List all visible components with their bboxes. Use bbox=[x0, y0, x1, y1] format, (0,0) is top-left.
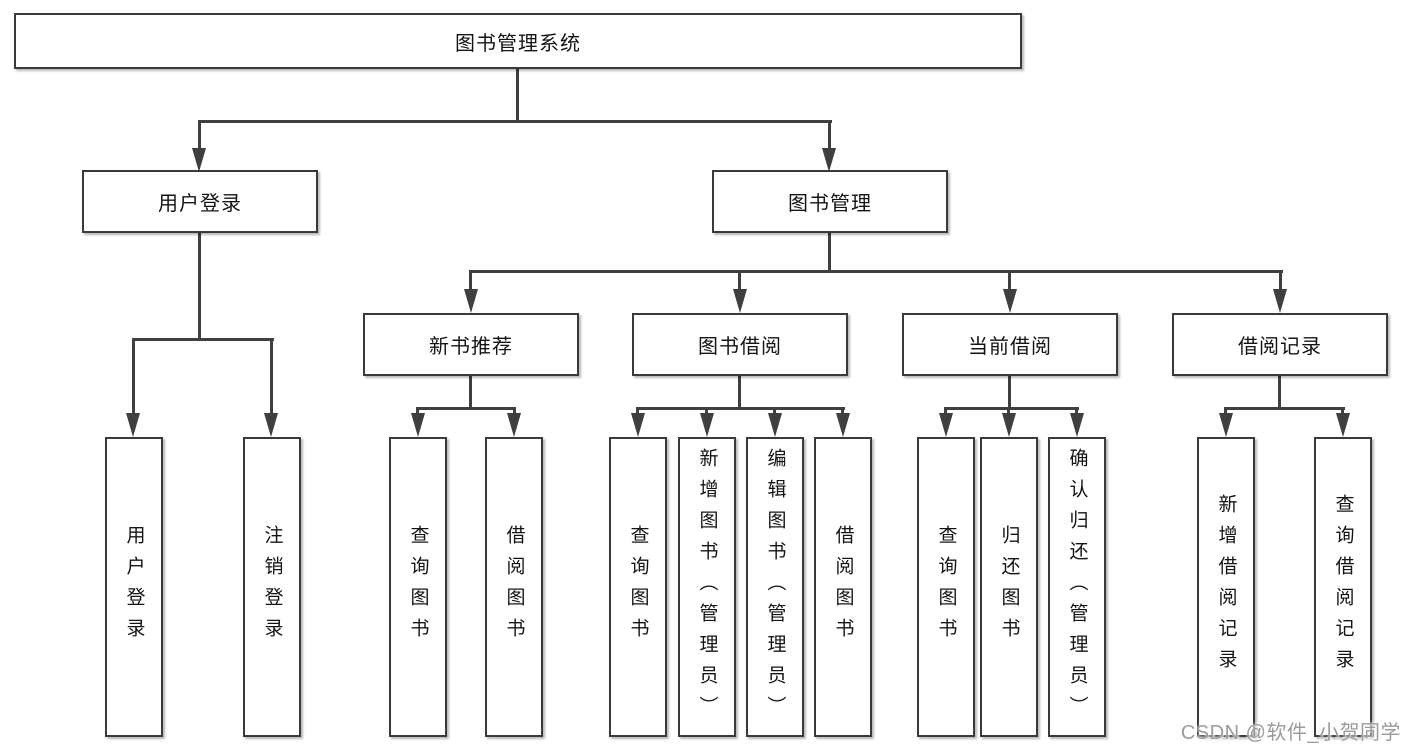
connector-line bbox=[132, 338, 274, 341]
leaf-add-book-admin-label: 新增图书（管理员） bbox=[696, 447, 718, 727]
connector-arrowhead bbox=[464, 289, 478, 313]
node-book-management: 图书管理 bbox=[712, 170, 948, 233]
node-root: 图书管理系统 bbox=[14, 13, 1022, 69]
node-user-login-label: 用户登录 bbox=[158, 193, 242, 215]
leaf-current-query-book: 查询图书 bbox=[917, 437, 975, 737]
connector-arrowhead bbox=[768, 413, 782, 437]
connector-arrowhead bbox=[836, 413, 850, 437]
connector-line bbox=[469, 270, 472, 293]
node-new-book-recommend: 新书推荐 bbox=[363, 313, 579, 376]
leaf-edit-book-admin: 编辑图书（管理员） bbox=[746, 437, 804, 737]
connector-line bbox=[513, 407, 516, 417]
connector-line bbox=[636, 407, 639, 417]
connector-arrowhead bbox=[1003, 289, 1017, 313]
connector-line bbox=[828, 233, 831, 272]
csdn-watermark: CSDN @软件_小贺同学 bbox=[1180, 722, 1401, 744]
leaf-recommend-query-book-label: 查询图书 bbox=[407, 525, 429, 649]
connector-arrowhead bbox=[507, 413, 521, 437]
connector-line bbox=[636, 407, 845, 410]
leaf-confirm-return-admin: 确认归还（管理员） bbox=[1048, 437, 1106, 737]
connector-line bbox=[1008, 376, 1011, 409]
leaf-borrow-book-label: 借阅图书 bbox=[832, 525, 854, 649]
connector-arrowhead bbox=[1273, 289, 1287, 313]
node-root-label: 图书管理系统 bbox=[455, 32, 581, 55]
leaf-query-borrow-record-label: 查询借阅记录 bbox=[1332, 494, 1354, 680]
leaf-return-book-label: 归还图书 bbox=[998, 525, 1020, 649]
connector-line bbox=[416, 407, 516, 410]
leaf-user-login: 用户登录 bbox=[105, 437, 163, 737]
connector-arrowhead bbox=[631, 413, 645, 437]
connector-line bbox=[198, 120, 832, 123]
connector-arrowhead bbox=[264, 413, 278, 437]
node-book-management-label: 图书管理 bbox=[788, 193, 872, 215]
leaf-recommend-query-book: 查询图书 bbox=[389, 437, 447, 737]
connector-line bbox=[738, 376, 741, 409]
connector-line bbox=[198, 120, 201, 152]
connector-line bbox=[1279, 270, 1282, 293]
connector-line bbox=[1224, 407, 1345, 410]
connector-line bbox=[828, 120, 831, 152]
node-borrow-record: 借阅记录 bbox=[1172, 313, 1388, 376]
connector-arrowhead bbox=[1219, 413, 1233, 437]
node-borrow-record-label: 借阅记录 bbox=[1238, 336, 1322, 358]
node-user-login: 用户登录 bbox=[82, 170, 318, 233]
node-current-borrow-label: 当前借阅 bbox=[968, 336, 1052, 358]
connector-line bbox=[1075, 407, 1078, 417]
connector-line bbox=[773, 407, 776, 417]
connector-arrowhead bbox=[126, 413, 140, 437]
connector-line bbox=[1224, 407, 1227, 417]
leaf-add-book-admin: 新增图书（管理员） bbox=[678, 437, 736, 737]
leaf-user-login-label: 用户登录 bbox=[123, 525, 145, 649]
connector-line bbox=[738, 270, 741, 293]
connector-line bbox=[1008, 270, 1011, 293]
connector-line bbox=[198, 233, 201, 340]
connector-line bbox=[1341, 407, 1344, 417]
connector-line bbox=[132, 338, 135, 418]
connector-line bbox=[705, 407, 708, 417]
node-current-borrow: 当前借阅 bbox=[902, 313, 1118, 376]
leaf-query-borrow-record: 查询借阅记录 bbox=[1314, 437, 1372, 737]
leaf-borrow-query-book: 查询图书 bbox=[609, 437, 667, 737]
leaf-borrow-query-book-label: 查询图书 bbox=[627, 525, 649, 649]
connector-line bbox=[944, 407, 947, 417]
connector-arrowhead bbox=[733, 289, 747, 313]
node-book-borrow: 图书借阅 bbox=[632, 313, 848, 376]
leaf-add-borrow-record: 新增借阅记录 bbox=[1197, 437, 1255, 737]
connector-arrowhead bbox=[822, 148, 836, 172]
connector-line bbox=[270, 338, 273, 418]
leaf-logout-label: 注销登录 bbox=[261, 525, 283, 649]
connector-arrowhead bbox=[1070, 413, 1084, 437]
connector-arrowhead bbox=[700, 413, 714, 437]
connector-arrowhead bbox=[411, 413, 425, 437]
connector-line bbox=[416, 407, 419, 417]
connector-line bbox=[944, 407, 1079, 410]
connector-arrowhead bbox=[192, 148, 206, 172]
connector-arrowhead bbox=[1002, 413, 1016, 437]
leaf-borrow-book: 借阅图书 bbox=[814, 437, 872, 737]
connector-line bbox=[516, 69, 519, 122]
leaf-recommend-borrow-book-label: 借阅图书 bbox=[503, 525, 525, 649]
connector-line bbox=[841, 407, 844, 417]
leaf-confirm-return-admin-label: 确认归还（管理员） bbox=[1066, 447, 1088, 727]
connector-arrowhead bbox=[939, 413, 953, 437]
leaf-current-query-book-label: 查询图书 bbox=[935, 525, 957, 649]
connector-line bbox=[1007, 407, 1010, 417]
connector-line bbox=[1278, 376, 1281, 409]
connector-line bbox=[469, 270, 1283, 273]
connector-arrowhead bbox=[1336, 413, 1350, 437]
connector-line bbox=[469, 376, 472, 409]
node-book-borrow-label: 图书借阅 bbox=[698, 336, 782, 358]
node-new-book-recommend-label: 新书推荐 bbox=[429, 336, 513, 358]
leaf-logout: 注销登录 bbox=[243, 437, 301, 737]
leaf-add-borrow-record-label: 新增借阅记录 bbox=[1215, 494, 1237, 680]
leaf-return-book: 归还图书 bbox=[980, 437, 1038, 737]
leaf-recommend-borrow-book: 借阅图书 bbox=[485, 437, 543, 737]
leaf-edit-book-admin-label: 编辑图书（管理员） bbox=[764, 447, 786, 727]
